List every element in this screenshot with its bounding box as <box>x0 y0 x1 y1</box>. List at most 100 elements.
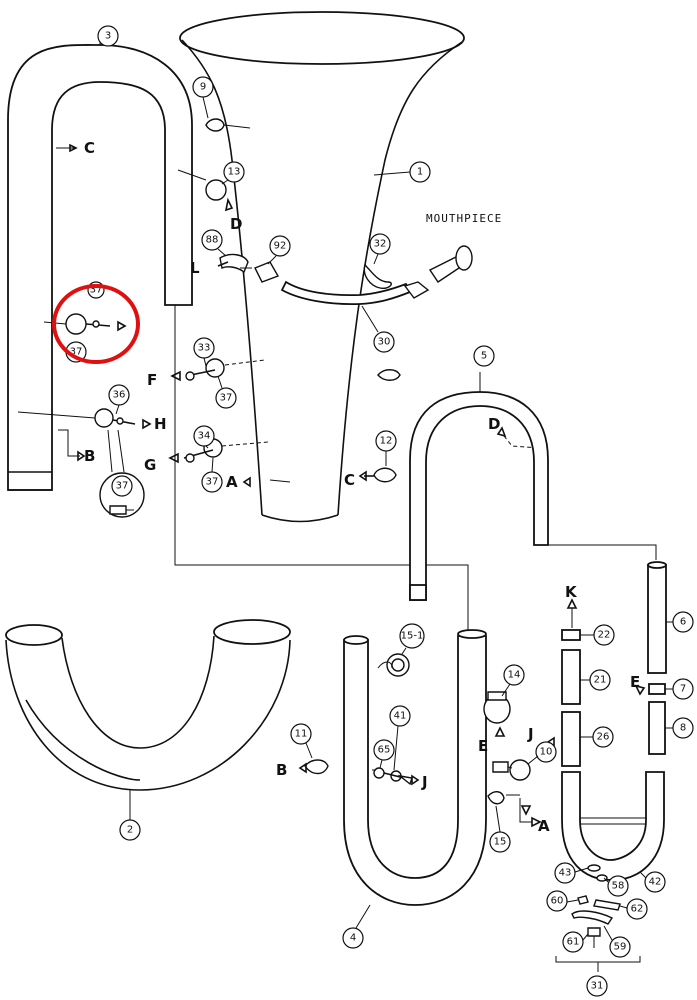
svg-text:13: 13 <box>228 167 241 178</box>
callout-30: 30 <box>373 331 395 353</box>
svg-text:12: 12 <box>380 436 393 447</box>
big-bow-2 <box>5 619 291 820</box>
callout-62: 31 <box>586 975 608 997</box>
svg-text:88: 88 <box>206 235 219 246</box>
letters: C D L F H B G A C D K E J E J B A <box>84 139 640 835</box>
callout-4: 4 <box>342 927 364 949</box>
letter-A-1: A <box>226 473 238 491</box>
callout-36: 41 <box>389 705 411 727</box>
leader-lines <box>58 305 657 823</box>
callout-1: 1 <box>409 161 431 183</box>
callout-14: 14 <box>503 664 525 686</box>
callout-10: 10 <box>535 741 557 763</box>
callout-11: 11 <box>290 723 312 745</box>
bow-tube-3 <box>7 30 193 491</box>
svg-text:31: 31 <box>591 981 604 992</box>
svg-text:10: 10 <box>540 747 553 758</box>
highlight-circle <box>52 284 140 364</box>
callout-32: 33 <box>193 337 215 359</box>
valve-parts-center <box>304 369 531 805</box>
bow-tube-5 <box>409 372 549 601</box>
svg-text:26: 26 <box>597 732 610 743</box>
svg-text:7: 7 <box>680 684 686 695</box>
callout-5: 5 <box>473 345 495 367</box>
letter-J-2: J <box>421 773 428 791</box>
letter-B-2: B <box>276 761 287 779</box>
svg-text:37: 37 <box>90 285 103 296</box>
svg-text:6: 6 <box>680 617 686 628</box>
valve-parts-left <box>17 118 269 518</box>
svg-text:3: 3 <box>105 31 111 42</box>
callout-26: 26 <box>592 726 614 748</box>
callout-59: 60 <box>546 890 568 912</box>
callout-37-c: 37 <box>215 387 237 409</box>
svg-text:62: 62 <box>631 904 644 915</box>
callout-12: 12 <box>375 430 397 452</box>
callout-37-e: 37 <box>111 475 133 497</box>
callout-8: 8 <box>672 717 694 739</box>
svg-text:59: 59 <box>614 942 627 953</box>
callout-41: 42 <box>644 871 666 893</box>
svg-text:4: 4 <box>350 933 356 944</box>
svg-text:37: 37 <box>70 347 83 358</box>
letter-G: G <box>144 456 156 474</box>
bell <box>179 11 465 523</box>
callout-6: 6 <box>672 611 694 633</box>
svg-text:43: 43 <box>559 868 572 879</box>
svg-text:2: 2 <box>127 825 133 836</box>
callout-15-1: 15-1 <box>399 623 425 649</box>
callouts: 3 9 13 1 88 92 32 30 37 37 33 37 36 34 3… <box>65 25 694 997</box>
svg-text:22: 22 <box>598 630 611 641</box>
svg-text:32: 32 <box>374 239 387 250</box>
callout-60: 61 <box>562 931 584 953</box>
svg-text:9: 9 <box>200 82 206 93</box>
svg-text:8: 8 <box>680 723 686 734</box>
callout-33: 34 <box>193 425 215 447</box>
callout-2: 2 <box>119 819 141 841</box>
callout-7: 7 <box>672 678 694 700</box>
svg-text:65: 65 <box>378 745 391 756</box>
svg-text:60: 60 <box>551 896 564 907</box>
callout-21: 21 <box>589 669 611 691</box>
letter-K: K <box>565 583 578 601</box>
svg-text:5: 5 <box>481 351 487 362</box>
svg-text:41: 41 <box>394 711 407 722</box>
callout-15: 15 <box>489 831 511 853</box>
callout-13: 13 <box>223 161 245 183</box>
svg-text:37: 37 <box>206 477 219 488</box>
callout-31: 32 <box>369 233 391 255</box>
callout-65: 65 <box>373 739 395 761</box>
callout-3: 3 <box>97 25 119 47</box>
letter-H: H <box>154 415 167 433</box>
svg-text:30: 30 <box>378 337 391 348</box>
callout-43: 58 <box>607 875 629 897</box>
svg-text:37: 37 <box>116 481 129 492</box>
letter-A-2: A <box>538 817 550 835</box>
svg-text:15-1: 15-1 <box>401 631 424 642</box>
letter-C-1: C <box>84 139 95 157</box>
letter-E-1: E <box>630 673 640 691</box>
letter-B-1: B <box>84 447 95 465</box>
letter-J-1: J <box>527 725 534 743</box>
callout-88: 88 <box>201 229 223 251</box>
svg-text:42: 42 <box>649 877 662 888</box>
letter-L: L <box>190 259 200 277</box>
letter-D-2: D <box>488 415 500 433</box>
callout-37-d: 37 <box>201 471 223 493</box>
svg-text:58: 58 <box>612 881 625 892</box>
svg-text:14: 14 <box>508 670 521 681</box>
svg-text:11: 11 <box>295 729 308 740</box>
svg-text:21: 21 <box>594 675 607 686</box>
callout-42: 43 <box>554 862 576 884</box>
letter-C-2: C <box>344 471 355 489</box>
u-tube-4 <box>343 629 487 929</box>
callout-61: 62 <box>626 898 648 920</box>
callout-58: 59 <box>609 936 631 958</box>
svg-text:1: 1 <box>417 167 423 178</box>
svg-text:15: 15 <box>494 837 507 848</box>
callout-37-b: 37 <box>65 341 87 363</box>
callout-22: 22 <box>593 624 615 646</box>
svg-text:34: 34 <box>198 431 211 442</box>
valve-tubes-right <box>555 561 667 972</box>
